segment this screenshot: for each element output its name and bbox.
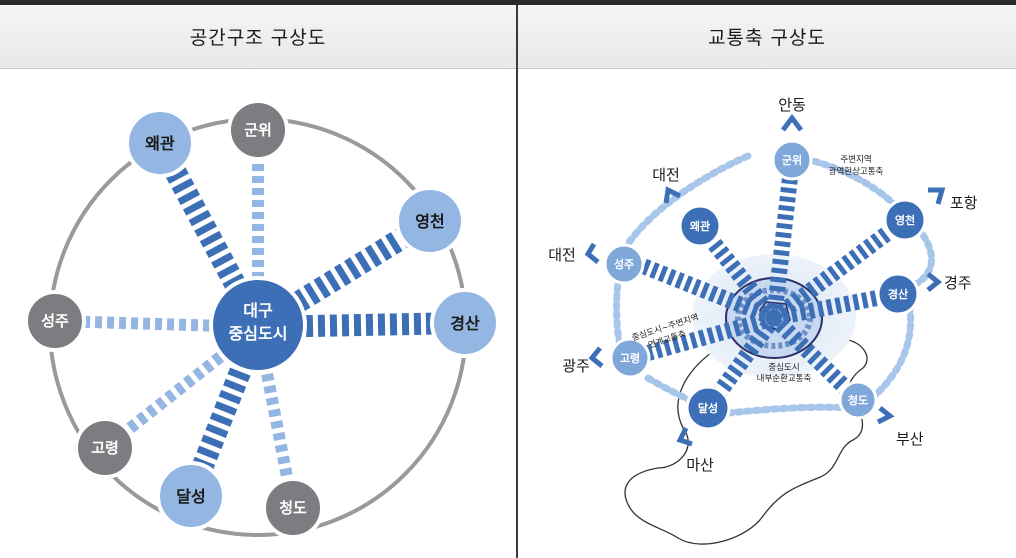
dest-daejeon-top: 대전 — [652, 166, 680, 184]
dest-masan: 마산 — [686, 456, 714, 474]
rnode-seongju-label: 성주 — [614, 257, 634, 271]
node-yeongcheon: 영천 — [395, 186, 465, 256]
spoke-goryeong — [101, 322, 262, 453]
top-rule — [0, 0, 1016, 5]
arrow-gwangju — [588, 346, 604, 368]
annot-outer-line2: 광역환상고통축 — [829, 166, 884, 177]
rnode-yeongcheon-label: 영천 — [895, 213, 915, 227]
arrow-gyeongju — [926, 272, 943, 292]
arrow-busan — [876, 406, 895, 425]
node-goryeong: 고령 — [74, 417, 136, 479]
node-dalseong-label: 달성 — [176, 487, 205, 506]
node-cheongdo-label: 청도 — [279, 499, 307, 517]
region-outline — [624, 329, 868, 545]
node-waegwan-label: 왜관 — [145, 134, 175, 153]
arrow-andong — [781, 113, 803, 132]
node-gunwi: 군위 — [227, 99, 289, 161]
node-cheongdo: 청도 — [262, 477, 324, 539]
rnode-waegwan: 왜관 — [678, 204, 722, 248]
panel-divider — [516, 5, 518, 558]
rnode-gyeongsan-label: 경산 — [888, 287, 908, 301]
node-yeongcheon-label: 영천 — [415, 212, 444, 231]
rnode-cheongdo-label: 청도 — [848, 393, 868, 407]
annot-outer-line1: 주변지역 — [840, 154, 871, 165]
node-seongju: 성주 — [24, 290, 86, 352]
node-goryeong-label: 고령 — [91, 439, 119, 457]
axis-gyeongsan — [772, 286, 900, 326]
left-panel-title: 공간구조 구상도 — [0, 5, 516, 69]
dest-busan: 부산 — [896, 430, 924, 448]
axis-seongju — [635, 256, 777, 326]
node-gunwi-label: 군위 — [244, 121, 272, 139]
inner-ring-dashed — [735, 287, 813, 349]
arrow-masan — [676, 426, 693, 447]
rnode-dalseong: 달성 — [685, 385, 731, 431]
rnode-cheongdo: 청도 — [838, 380, 878, 420]
rnode-gunwi-label: 군위 — [782, 154, 802, 167]
node-gyeongsan: 경산 — [430, 288, 500, 358]
node-gyeongsan-label: 경산 — [450, 314, 480, 333]
dest-andong: 안동 — [778, 96, 806, 114]
center-node — [209, 276, 307, 374]
dest-pohang: 포항 — [950, 194, 978, 212]
node-seongju-label: 성주 — [41, 312, 69, 330]
axis-goryeong — [627, 310, 777, 366]
outer-ring-nw — [616, 152, 752, 262]
annot-inner-line1: 중심도시 — [768, 362, 799, 373]
dest-daejeon-left: 대전 — [548, 246, 576, 264]
rnode-seongju: 성주 — [603, 243, 645, 285]
outer-ring-s — [724, 403, 857, 417]
rnode-yeongcheon: 영천 — [883, 198, 927, 242]
rnode-goryeong-label: 고령 — [620, 352, 640, 365]
arrow-daejeon-top — [663, 186, 682, 204]
arrow-pohang — [928, 187, 946, 205]
rnode-waegwan-label: 왜관 — [690, 219, 710, 233]
spatial-structure-diagram: 대구 중심도시 군위 성주 고령 청도 왜관 영천 경산 달성 — [24, 99, 500, 539]
axis-cheongdo — [768, 312, 864, 406]
node-dalseong: 달성 — [156, 461, 226, 531]
rnode-dalseong-label: 달성 — [698, 401, 718, 415]
dest-gyeongju: 경주 — [944, 274, 972, 292]
transport-axis-diagram: 군위 왜관 영천 성주 경산 고령 달성 청도 — [548, 96, 978, 545]
rnode-gyeongsan: 경산 — [876, 272, 920, 316]
rnode-goryeong: 고령 — [609, 337, 651, 379]
axis-yeongcheon — [769, 213, 910, 325]
spoke-seongju — [54, 315, 259, 333]
right-panel-title: 교통축 구상도 — [518, 5, 1016, 69]
arrow-daejeon-left — [584, 242, 600, 264]
axis-waegwan — [693, 220, 781, 324]
center-label-line2: 중심도시 — [229, 324, 288, 343]
node-waegwan: 왜관 — [125, 108, 195, 178]
center-label-line1: 대구 — [243, 301, 273, 320]
dest-gwangju: 광주 — [562, 357, 590, 375]
annot-inner-line2: 내부순환교통축 — [757, 373, 812, 384]
rnode-gunwi: 군위 — [771, 139, 813, 181]
